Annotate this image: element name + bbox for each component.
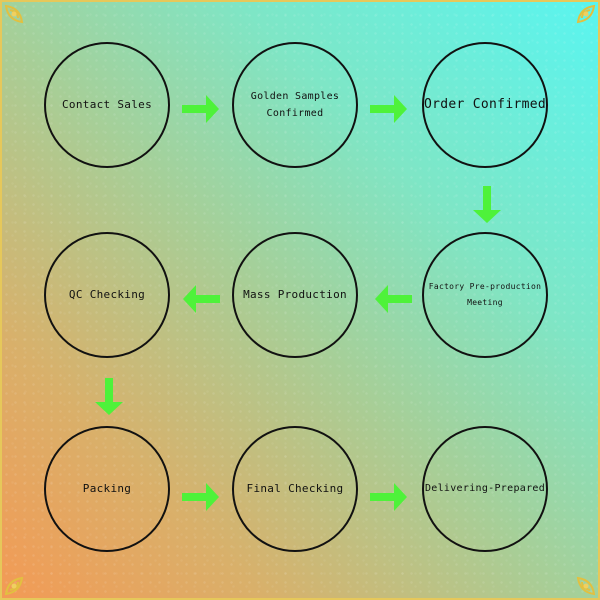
step-factory-pre-production-meeting: Factory Pre-production Meeting bbox=[422, 232, 548, 358]
step-packing: Packing bbox=[44, 426, 170, 552]
step-label: Packing bbox=[82, 482, 132, 496]
step-label: Delivering-Prepared bbox=[424, 483, 546, 495]
step-label: Order Confirmed bbox=[424, 96, 546, 112]
arrow-right-icon bbox=[182, 95, 219, 123]
step-label: Mass Production bbox=[243, 288, 347, 302]
step-final-checking: Final Checking bbox=[232, 426, 358, 552]
step-mass-production: Mass Production bbox=[232, 232, 358, 358]
step-label: QC Checking bbox=[68, 288, 146, 302]
arrow-right-icon bbox=[182, 483, 219, 511]
step-label: Contact Sales bbox=[62, 98, 152, 112]
step-golden-samples-confirmed: Golden Samples Confirmed bbox=[232, 42, 358, 168]
corner-ornament-top-right bbox=[576, 4, 596, 24]
arrow-down-icon bbox=[473, 186, 501, 223]
arrow-right-icon bbox=[370, 483, 407, 511]
arrow-right-icon bbox=[370, 95, 407, 123]
arrow-left-icon bbox=[375, 285, 412, 313]
arrow-left-icon bbox=[183, 285, 220, 313]
corner-ornament-bottom-right bbox=[576, 576, 596, 596]
step-label: Golden Samples Confirmed bbox=[250, 90, 340, 120]
corner-ornament-bottom-left bbox=[4, 576, 24, 596]
corner-ornament-top-left bbox=[4, 4, 24, 24]
arrow-down-icon bbox=[95, 378, 123, 415]
step-contact-sales: Contact Sales bbox=[44, 42, 170, 168]
step-label: Final Checking bbox=[246, 482, 344, 496]
step-delivering-prepared: Delivering-Prepared bbox=[422, 426, 548, 552]
step-order-confirmed: Order Confirmed bbox=[422, 42, 548, 168]
step-qc-checking: QC Checking bbox=[44, 232, 170, 358]
step-label: Factory Pre-production Meeting bbox=[428, 282, 542, 307]
